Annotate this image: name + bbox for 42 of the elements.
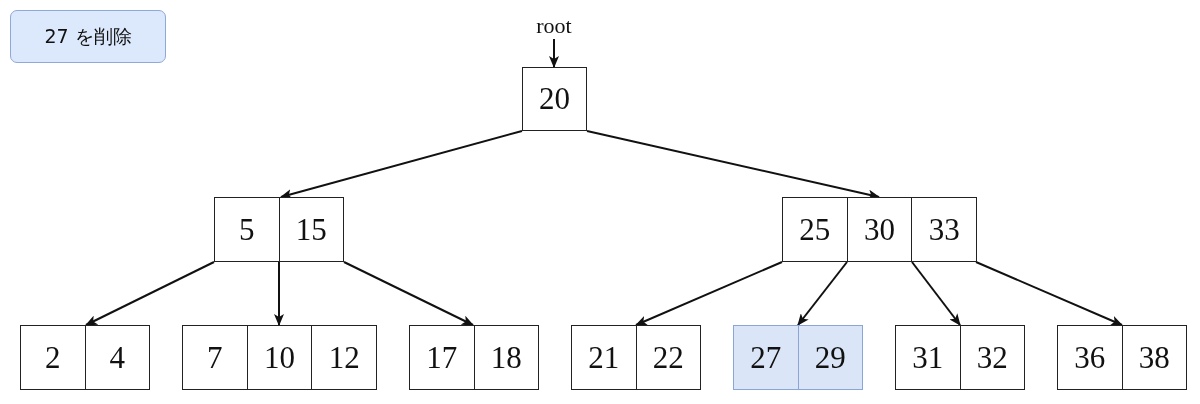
btree-node: [409, 325, 539, 390]
key-cell: 10: [246, 326, 312, 389]
action-button: 27 を削除: [10, 10, 166, 63]
arrow: [797, 261, 848, 326]
arrow: [343, 261, 474, 326]
arrow: [549, 38, 559, 68]
key-cell: 33: [911, 198, 976, 261]
key-cell: 32: [959, 326, 1024, 389]
btree-node: [20, 325, 150, 390]
arrow: [975, 261, 1123, 326]
btree-node: [522, 67, 587, 131]
key-cell-text: 31: [911, 338, 945, 377]
key-cell-text: 27: [749, 338, 783, 377]
arrow: [911, 261, 961, 326]
key-cell: 38: [1121, 326, 1186, 389]
arrow: [85, 261, 215, 326]
btree-node: [782, 197, 977, 262]
btree-node: [214, 197, 344, 262]
btree-node: [1057, 325, 1187, 390]
key-cell: 30: [846, 198, 912, 261]
key-cell: 12: [311, 326, 376, 389]
key-cell-text: 36: [1073, 338, 1107, 377]
key-cell-text: 17: [425, 338, 459, 377]
btree-node: [182, 325, 377, 390]
btree-node: [571, 325, 701, 390]
key-cell-text: 25: [798, 210, 832, 249]
arrow: [274, 261, 284, 326]
btree-node: [895, 325, 1025, 390]
key-cell: 18: [473, 326, 538, 389]
btree-node: [733, 325, 863, 390]
key-cell: 29: [797, 326, 862, 389]
pointer-label: root: [524, 15, 584, 39]
arrow: [635, 261, 783, 326]
key-cell: 15: [278, 198, 343, 261]
key-cell-text: 21: [587, 338, 621, 377]
key-cell-text: 5: [238, 210, 256, 249]
key-cell: 4: [84, 326, 149, 389]
key-cell-text: 20: [538, 80, 571, 118]
arrow: [280, 130, 523, 199]
key-cell-text: 7: [206, 338, 224, 377]
key-cell: 22: [635, 326, 700, 389]
key-cell-text: 2: [44, 338, 62, 377]
